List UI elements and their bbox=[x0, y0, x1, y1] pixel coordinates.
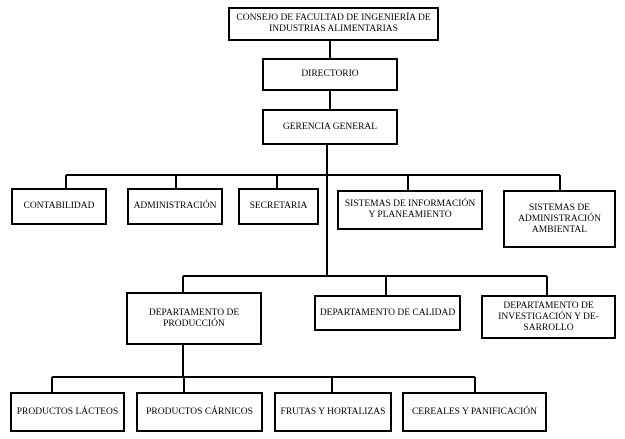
box-dept-investigacion: DEPARTAMENTO DE INVESTIGACIÓN Y DE-SARRO… bbox=[481, 295, 616, 339]
box-dept-investigacion-label: DEPARTAMENTO DE INVESTIGACIÓN Y DE-SARRO… bbox=[498, 300, 599, 333]
box-secretaria: SECRETARIA bbox=[238, 188, 319, 225]
box-cereales-panificacion: CEREALES Y PANIFICACIÓN bbox=[402, 392, 547, 432]
box-dept-produccion-label: DEPARTAMENTO DE PRODUCCIÓN bbox=[148, 307, 240, 329]
box-contabilidad-label: CONTABILIDAD bbox=[23, 201, 95, 211]
box-directorio-label: DIRECTORIO bbox=[301, 69, 359, 79]
box-contabilidad: CONTABILIDAD bbox=[11, 188, 107, 225]
box-frutas-hortalizas-label: FRUTAS Y HORTALIZAS bbox=[280, 406, 386, 417]
box-sistemas-informacion-label: SISTEMAS DE INFORMACIÓN Y PLANEAMIENTO bbox=[344, 199, 476, 220]
box-dept-calidad: DEPARTAMENTO DE CALIDAD bbox=[314, 295, 461, 331]
box-secretaria-label: SECRETARIA bbox=[249, 201, 308, 211]
box-dept-calidad-label: DEPARTAMENTO DE CALIDAD bbox=[319, 307, 456, 318]
box-consejo: CONSEJO DE FACULTAD DE INGENIERÍA DE IND… bbox=[228, 7, 439, 41]
box-productos-carnicos: PRODUCTOS CÁRNICOS bbox=[136, 392, 263, 432]
box-administracion: ADMINISTRACIÓN bbox=[127, 188, 223, 225]
box-directorio: DIRECTORIO bbox=[262, 58, 398, 91]
box-cereales-panificacion-label: CEREALES Y PANIFICACIÓN bbox=[411, 406, 538, 417]
box-productos-carnicos-label: PRODUCTOS CÁRNICOS bbox=[146, 406, 253, 417]
box-administracion-label: ADMINISTRACIÓN bbox=[133, 201, 217, 211]
box-productos-lacteos-label: PRODUCTOS LÁCTEOS bbox=[16, 406, 119, 417]
box-productos-lacteos: PRODUCTOS LÁCTEOS bbox=[10, 392, 125, 432]
box-dept-produccion: DEPARTAMENTO DE PRODUCCIÓN bbox=[126, 292, 262, 345]
box-frutas-hortalizas: FRUTAS Y HORTALIZAS bbox=[274, 392, 392, 432]
box-gerencia-label: GERENCIA GENERAL bbox=[282, 121, 378, 132]
box-gerencia-general: GERENCIA GENERAL bbox=[262, 109, 398, 145]
box-consejo-label: CONSEJO DE FACULTAD DE INGENIERÍA DE IND… bbox=[236, 13, 431, 34]
box-sistemas-ambiental: SISTEMAS DE ADMINISTRACIÓN AMBIENTAL bbox=[503, 190, 616, 248]
box-sistemas-ambiental-label: SISTEMAS DE ADMINISTRACIÓN AMBIENTAL bbox=[518, 202, 601, 235]
box-sistemas-informacion: SISTEMAS DE INFORMACIÓN Y PLANEAMIENTO bbox=[337, 190, 483, 230]
